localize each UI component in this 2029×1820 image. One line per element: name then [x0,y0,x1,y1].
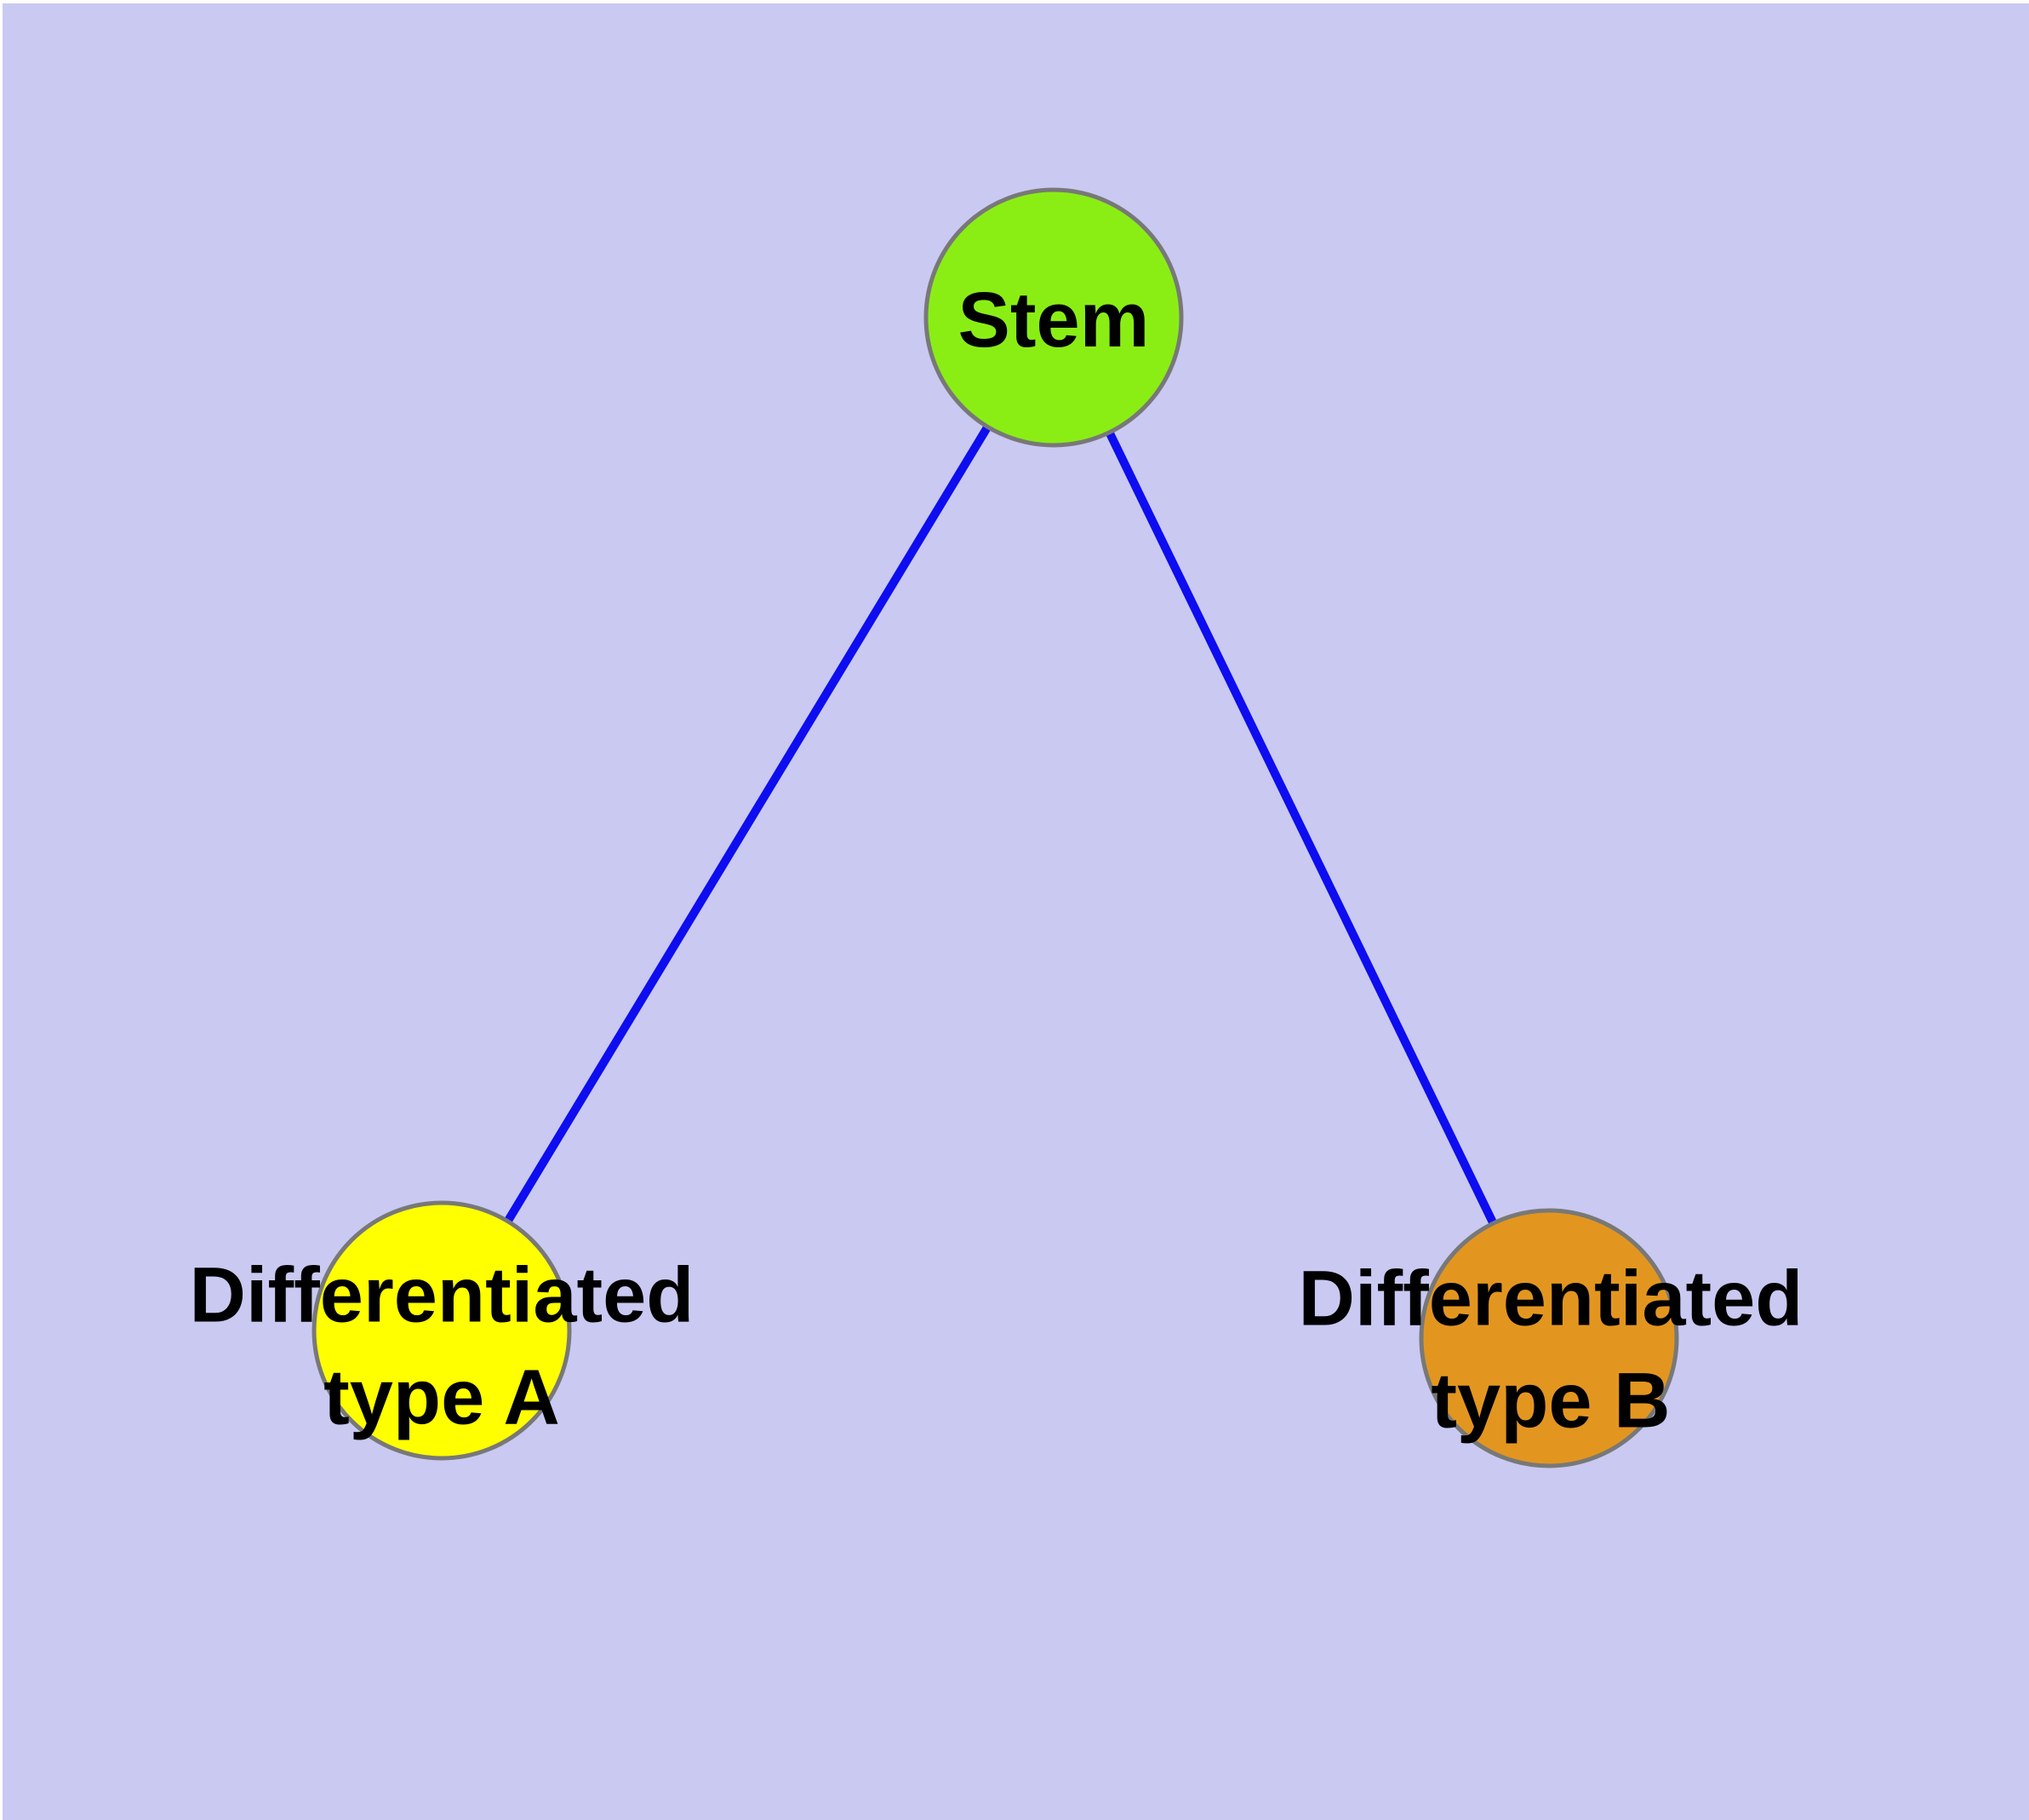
node-type-b-label-line2: type B [1431,1357,1671,1444]
node-type-a-label: Differentiated type A [190,1245,694,1448]
node-type-a-label-line1: Differentiated [189,1251,694,1339]
node-differentiated-type-a[interactable] [311,1200,572,1461]
window-left-edge [0,0,3,1820]
edge-stem-to-type-a[interactable] [437,315,1058,1333]
node-type-b-label-line1: Differentiated [1298,1255,1803,1342]
edge-stem-to-type-b[interactable] [1049,315,1553,1341]
window-top-edge [0,0,2029,3]
node-type-a-label-line2: type A [323,1354,560,1440]
node-differentiated-type-b[interactable] [1419,1208,1679,1468]
node-stem-label-text: Stem [957,277,1150,364]
node-stem[interactable] [923,187,1184,448]
node-stem-label: Stem [958,270,1150,372]
node-type-b-label: Differentiated type B [1299,1248,1803,1451]
